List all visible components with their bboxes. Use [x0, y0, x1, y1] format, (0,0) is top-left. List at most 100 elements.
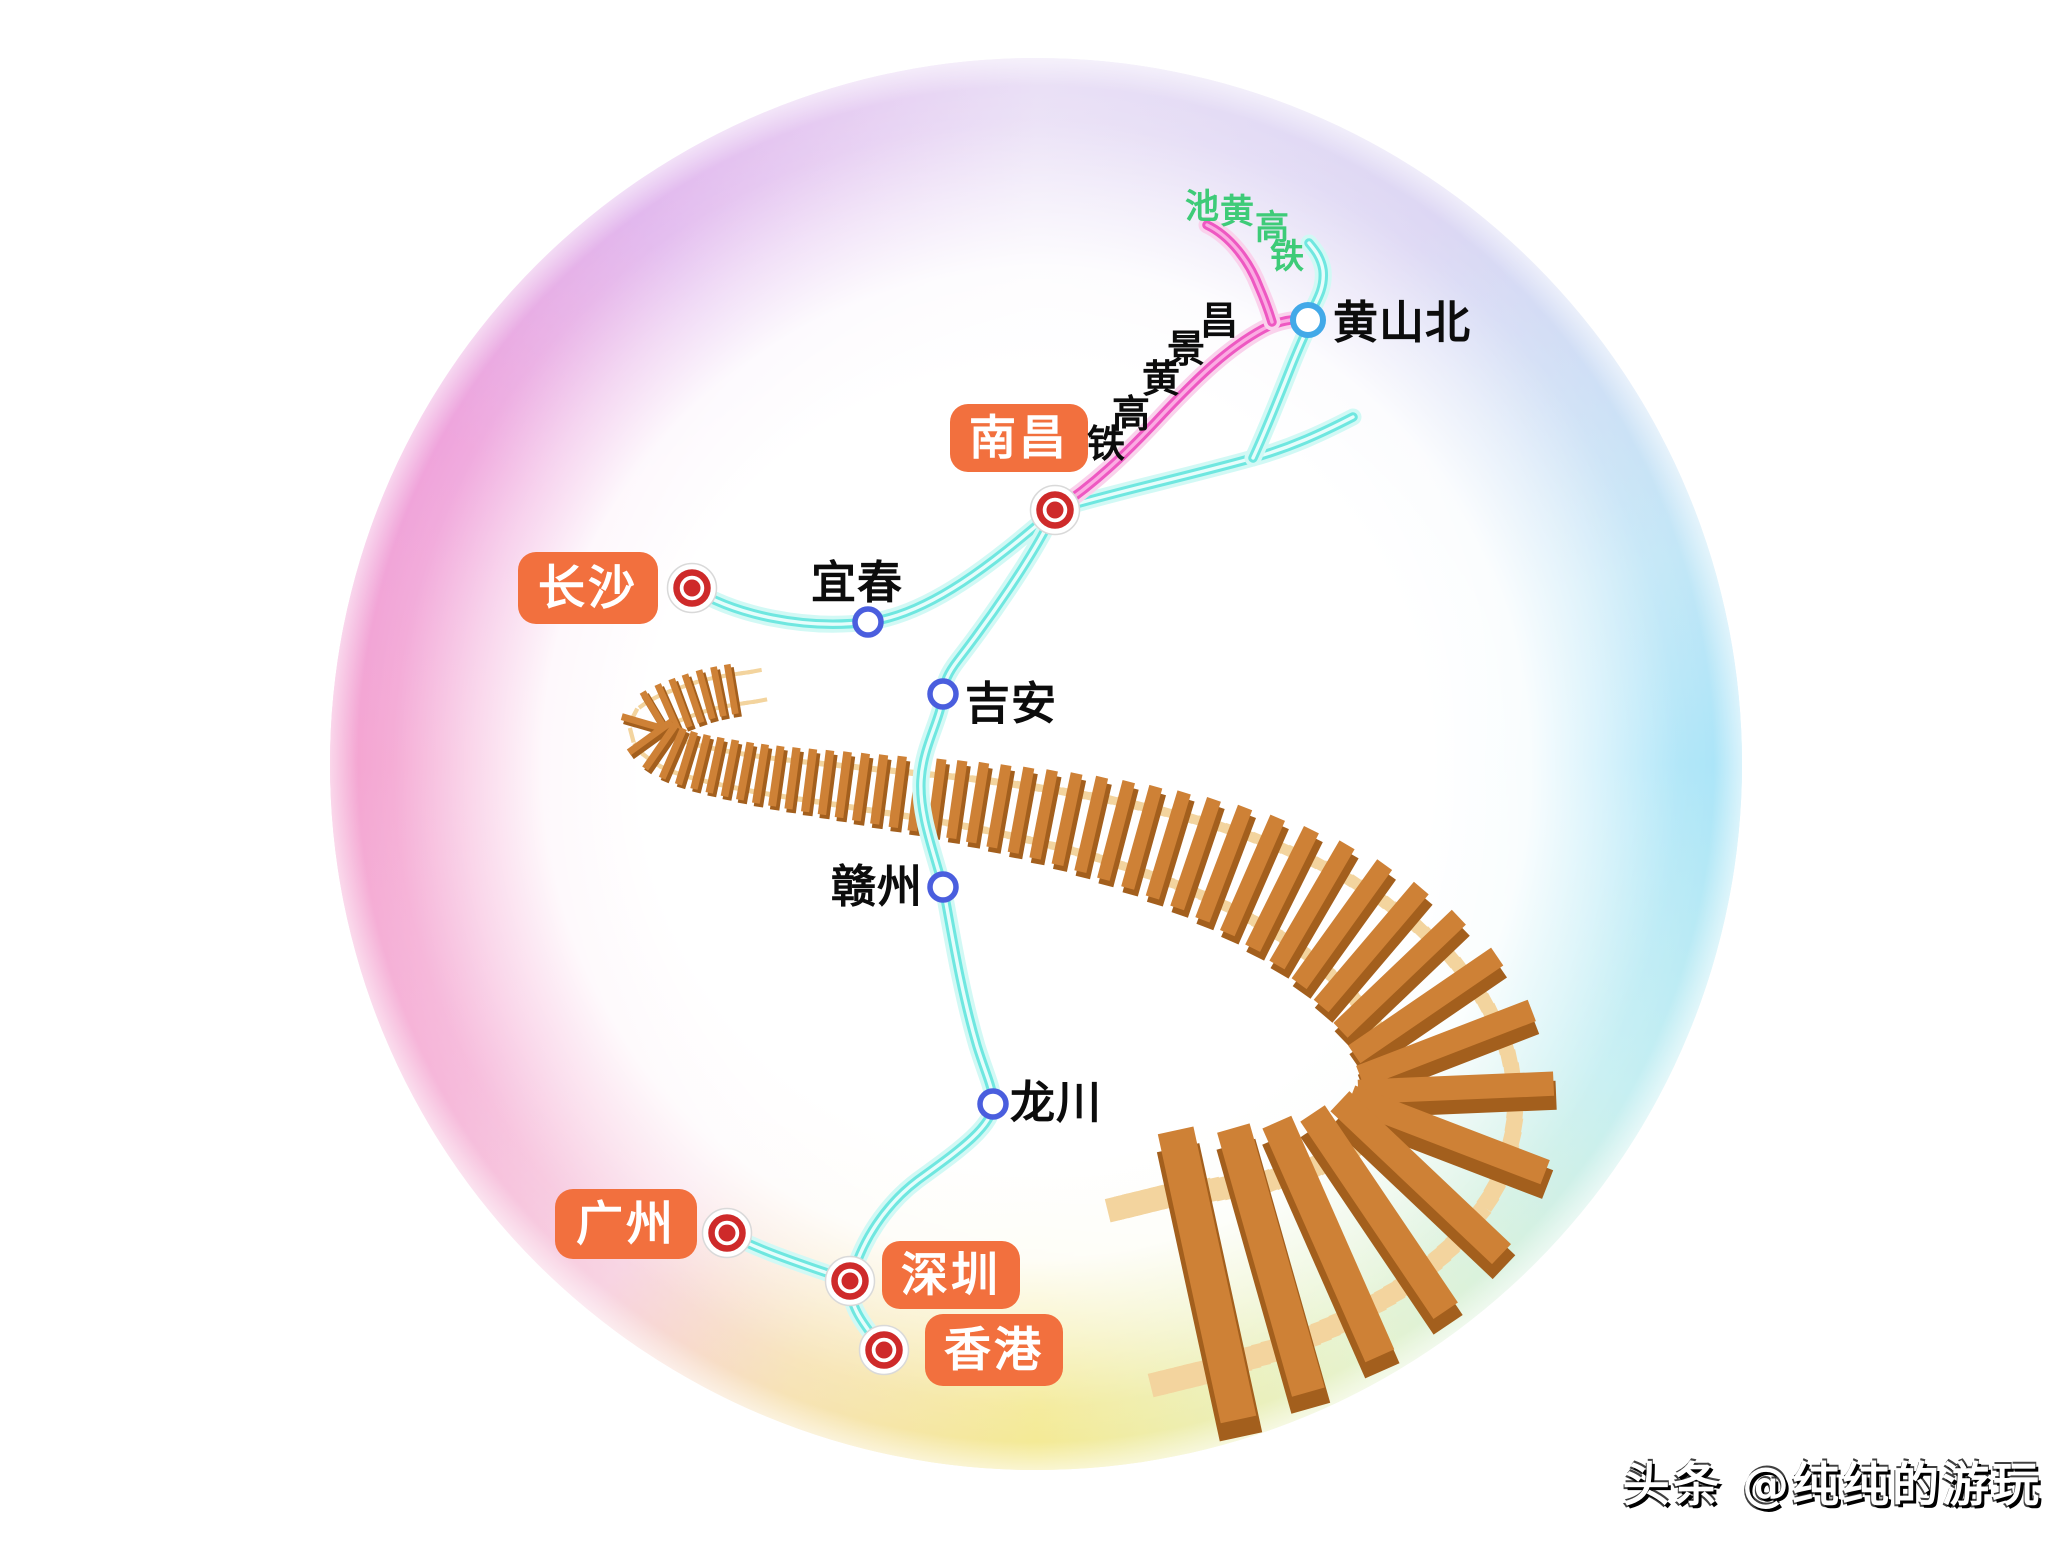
track-rail: [1104, 1195, 1126, 1223]
track-tie-top: [1074, 775, 1109, 873]
changjinghuang-hsr-label-char-2: 黄: [1142, 357, 1181, 401]
track-tie-top: [695, 669, 716, 720]
track-tie-top: [1330, 1091, 1511, 1265]
track-tie-top: [946, 760, 968, 839]
city-label-huangshanbei: 黄山北: [1333, 296, 1472, 349]
track-tie-side: [628, 721, 677, 760]
track-tie-top: [1051, 772, 1083, 866]
city-label-yichun: 宜春: [811, 556, 904, 609]
city-badge-changsha: 长沙: [518, 552, 658, 624]
station-marker-ganzhou: [927, 871, 959, 903]
track-tie-top: [681, 673, 705, 724]
route-nanchang-jian-ganzhou-longchuan-shenzhen-hongkong: [848, 508, 1057, 1352]
bullseye-ring: [865, 1331, 903, 1369]
track-tie-top: [1145, 790, 1191, 900]
changjinghuang-hsr-label-char-0: 昌: [1200, 299, 1239, 343]
track-rail: [1476, 1189, 1500, 1212]
station-marker-changsha: [666, 562, 718, 614]
track-rail: [1483, 1177, 1506, 1200]
rail-routes: [683, 216, 1362, 1359]
track-tie-top: [817, 749, 835, 816]
track-tie-top: [1220, 814, 1285, 937]
route-chihuang-hsr-branch: [1205, 223, 1274, 324]
changjinghuang-hsr-label-char-3: 高: [1112, 392, 1151, 436]
bullseye-dot: [1046, 501, 1064, 519]
track-tie-top: [1195, 804, 1253, 923]
city-label-jian: 吉安: [965, 677, 1058, 730]
chihuang-hsr-label-char-1: 黄: [1220, 192, 1254, 232]
track-tie-top: [658, 727, 687, 780]
city-badge-hongkong: 香港: [925, 1314, 1063, 1386]
track-tie-top: [852, 752, 870, 822]
station-marker-huangshanbei: [1290, 302, 1326, 338]
track-tie-top: [1356, 999, 1536, 1088]
track-tie-top: [1121, 784, 1163, 890]
track-tie-top: [966, 761, 990, 844]
station-marker-yichun: [852, 606, 884, 638]
track-tie-top: [723, 663, 739, 715]
bullseye-ring: [673, 569, 711, 607]
bullseye-dot: [718, 1224, 736, 1242]
track-tie-top: [1245, 826, 1319, 952]
track-tie-top: [768, 745, 785, 807]
track-tie-top: [1300, 1105, 1458, 1319]
city-badge-nanchang: 南昌: [950, 404, 1088, 472]
watermark: 头条 @纯纯的游玩: [1623, 1446, 2042, 1515]
track-tie-top: [1097, 780, 1135, 881]
track-tie-top: [654, 683, 682, 733]
bullseye-ring: [708, 1214, 746, 1252]
track-rail: [1436, 1237, 1460, 1262]
changjinghuang-hsr-label-char-1: 景: [1167, 327, 1206, 371]
bullseye-ring: [1036, 491, 1074, 529]
chihuang-hsr-label-char-3: 铁: [1270, 237, 1304, 277]
wooden-track-illustration: [620, 663, 1557, 1442]
track-tie-top: [690, 734, 711, 790]
track-tie-top: [986, 764, 1012, 849]
track-rail: [627, 727, 636, 743]
changjinghuang-hsr-label-char-4: 铁: [1087, 422, 1126, 466]
track-tie-top: [705, 736, 725, 794]
track-tie-top: [888, 755, 907, 828]
track-rail: [1499, 1049, 1519, 1067]
watermark-text: 头条 @纯纯的游玩: [1622, 1458, 2042, 1513]
station-marker-guangzhou: [701, 1207, 753, 1259]
chihuang-hsr-label-char-2: 高: [1255, 208, 1289, 248]
station-marker-hongkong: [858, 1324, 910, 1376]
track-tie-top: [1007, 766, 1035, 854]
bullseye-dot: [875, 1341, 893, 1359]
track-tie-top: [1348, 947, 1504, 1064]
track-rail: [1147, 1370, 1168, 1398]
track-tie-top: [710, 666, 727, 717]
station-marker-shenzhen: [824, 1255, 876, 1307]
city-label-longchuan: 龙川: [1010, 1076, 1103, 1129]
track-tie-top: [642, 722, 679, 771]
track-tie-top: [720, 739, 740, 798]
track-tie-top: [834, 751, 852, 819]
city-badge-shenzhen: 深圳: [882, 1241, 1020, 1309]
track-tie-top: [1217, 1123, 1325, 1397]
track-tie-top: [1346, 1085, 1550, 1185]
track-tie-top: [1170, 797, 1221, 911]
track-tie-top: [626, 718, 674, 756]
route-nanchang-east-line: [1053, 415, 1355, 512]
track-tie-top: [1269, 840, 1355, 970]
track-tie-top: [674, 730, 698, 786]
track-tie-top: [668, 677, 693, 729]
bullseye-dot: [841, 1272, 859, 1290]
track-tie-top: [801, 748, 818, 813]
track-tie-top: [1029, 769, 1058, 860]
chihuang-hsr-label-char-0: 池: [1185, 187, 1219, 227]
bullseye-dot: [683, 579, 701, 597]
track-tie-top: [736, 741, 755, 801]
track-tie-top: [870, 754, 889, 825]
route-huangshanbei-north: [1306, 241, 1325, 320]
track-rail: [1504, 1116, 1524, 1134]
track-tie-top: [1333, 909, 1466, 1038]
stations: [666, 302, 1326, 1376]
bullseye-ring: [831, 1262, 869, 1300]
track-rail: [1428, 1245, 1452, 1270]
track-tie-top: [752, 743, 769, 804]
track-tie-top: [1313, 881, 1429, 1013]
